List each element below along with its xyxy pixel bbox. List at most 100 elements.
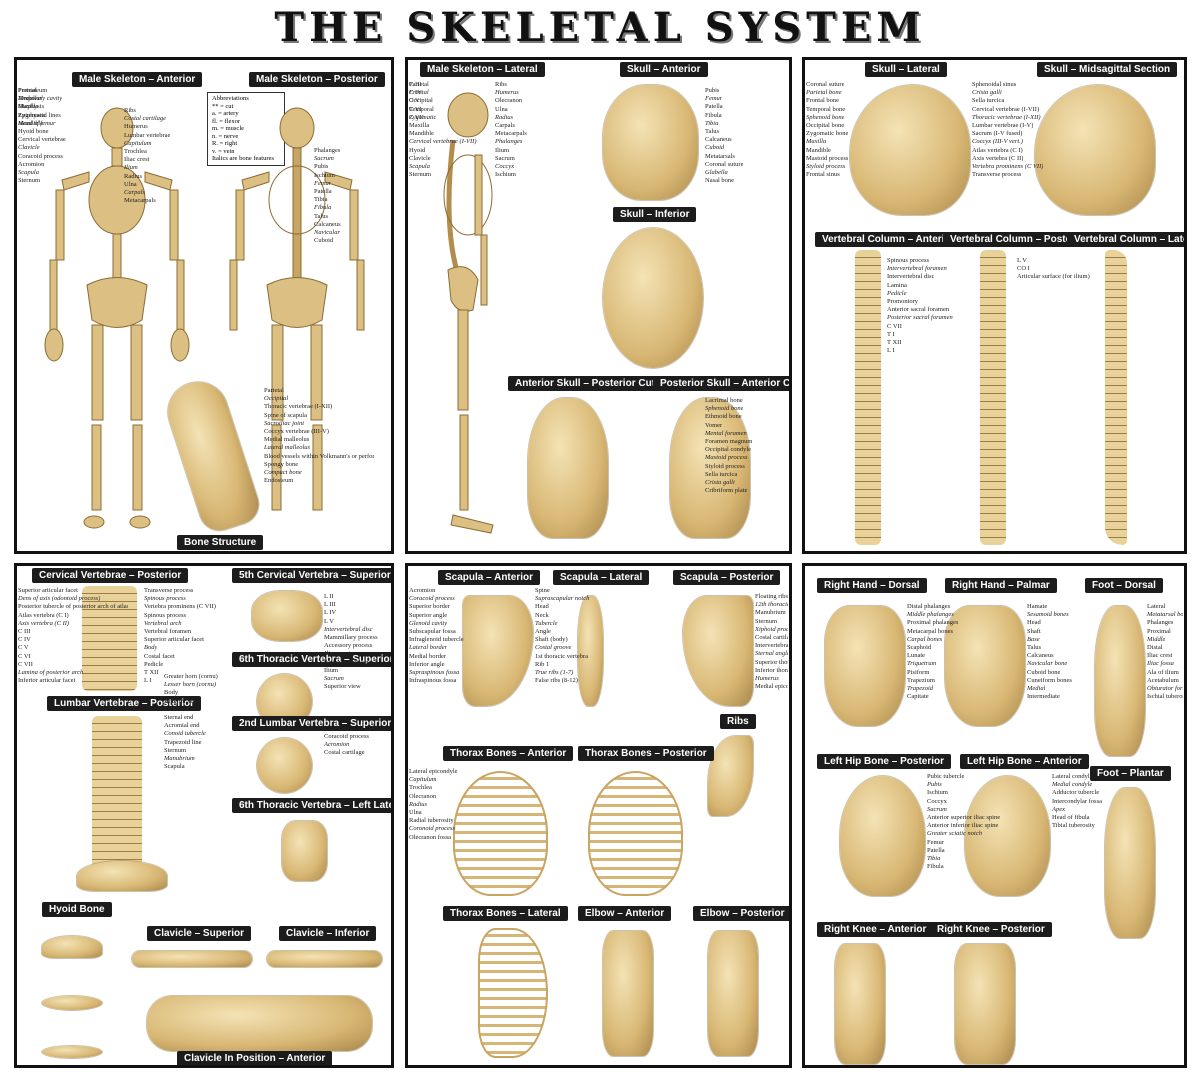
anatomical-term: Intervertebral disc [324,625,373,633]
anatomical-term: Costal cartilage [124,115,167,123]
anatomical-term: C V [18,644,29,652]
label-vertebral-column-anterior: Vertebral Column – Anterior [815,232,962,247]
anatomical-term: Transverse process [972,171,1022,179]
anatomical-term: Head of fibula [1052,814,1090,821]
anatomical-term: Cervical vertebrae [18,136,66,144]
label-right-hand-palmar: Right Hand – Palmar [945,578,1057,593]
label-vertebral-column-posterior: Vertebral Column – Posterior [943,232,1095,247]
anatomical-term: C VII [18,660,33,668]
anatomical-term: Patella [314,188,332,195]
label-elbow-posterior: Elbow – Posterior [693,906,789,921]
anatomical-term: Occipital bone [806,122,845,129]
anatomical-term: Infraglenoid tubercle [409,636,464,644]
anatomical-term: Radius [409,800,428,808]
anatomical-term: Atlas vertebra (C I) [972,146,1023,154]
anatomical-term: Proximal [1147,627,1171,635]
anatomical-term: Talus [314,212,328,220]
anatomical-term: Manubrium [164,755,195,762]
l2-vertebra-illustration [257,738,312,793]
anatomical-term: Acromion [18,160,45,168]
anatomical-term: Trapezoid line [164,738,202,746]
anatomical-term: Coronoid process [409,825,455,833]
anatomical-term: 1st thoracic vertebra [535,652,589,660]
label-scapula-posterior: Scapula – Posterior [673,570,781,585]
label-right-hand-dorsal: Right Hand – Dorsal [817,578,927,593]
anatomical-term: Pubis [314,163,329,171]
page-title: THE SKELETAL SYSTEM [274,4,926,51]
anatomical-term: Apex [1052,805,1065,813]
anatomical-term: Axis vertebra (C II) [972,154,1024,162]
label-right-knee-anterior: Right Knee – Anterior [817,922,934,937]
anatomical-term: Pubis [927,781,942,789]
anatomical-term: Vertebral arch [144,619,182,627]
anatomical-term: Intervertebral disc [887,273,935,281]
anatomical-term: Mandible [18,119,43,127]
anatomical-term: Base [1027,635,1040,643]
anatomical-term: Maxilla [409,122,430,129]
anatomical-term: Glenoid cavity [409,619,448,627]
elbow-anterior-illustration [603,931,653,1056]
anatomical-term: Styloid process [806,163,846,170]
anatomical-term: Olecranon fossa [409,833,452,841]
anatomical-term: Distal [1147,644,1163,651]
anatomical-term: C IV [18,636,31,644]
vertebral-column-anterior-illustration [855,250,881,545]
anatomical-term: Ilium [124,164,138,172]
skeleton-posterior-illustration [229,107,365,511]
t6-lateral-illustration [282,821,327,881]
label-left-hip-posterior: Left Hip Bone – Posterior [817,754,952,769]
anatomical-term: Lamina [887,281,907,289]
anatomical-term: Middle [1147,635,1166,643]
anatomical-term: Pedicle [887,289,907,297]
c5-vertebra-illustration [252,591,322,641]
anatomical-term: Superior articular facet [18,587,78,594]
anatomical-term: Axis vertebra (C II) [18,619,70,627]
anatomical-term: Triquetrum [907,660,937,668]
anatomical-term: C VII [409,113,424,121]
anatomical-term: L III [324,601,336,609]
anatomical-term: Lunate [907,652,926,660]
anatomical-term: Coccyx [495,163,515,170]
anatomical-term: Cuneiform bones [1027,676,1072,684]
anatomical-term: Floating ribs (11-12) [755,593,788,600]
anatomical-term: Coronal suture [806,81,845,88]
anatomical-term: Hyoid bone [18,128,49,135]
anatomical-term: Costal groove [535,644,572,652]
anatomical-term: Transverse process [144,587,194,594]
anatomical-term: Sternal angle [755,650,788,658]
anatomical-term: Coronal suture [705,160,744,168]
anatomical-term: Tibia [927,855,941,862]
anatomical-term: Fibula [705,111,722,119]
anatomical-term: Medial [1027,685,1046,692]
legend-item: fl. = flexor [212,117,241,125]
anatomical-term: Clavicle [409,154,431,162]
label-skull-anterior: Skull – Anterior [620,62,708,77]
anatomical-term: Inferior articular facet [18,677,76,685]
anatomical-term: Angle [535,628,551,635]
anatomical-term: Ulna [495,105,508,113]
knee-anterior-illustration [835,944,885,1064]
anatomical-term: Lateral malleolus [264,444,311,452]
hyoid-anterior-illustration [42,996,102,1010]
anatomical-term: Mastoid process [806,154,849,162]
legend-item: a. = artery [212,110,239,117]
anatomical-term: Talus [705,128,719,135]
anatomical-term: C III [18,628,31,635]
anatomical-term: Ischial tuberosity [1147,693,1183,701]
anatomical-term: Anterior inferior iliac spine [927,822,999,830]
anatomical-term: Carpal bones [907,635,943,643]
anatomical-term: Medial malleolus [264,436,310,444]
anatomical-term: Lumbar vertebrae (I-V) [972,122,1034,129]
anatomical-term: Crista galli [972,89,1002,97]
anatomical-term: Navicular [314,229,340,236]
label-thorax-bones-anterior: Thorax Bones – Anterior [443,746,574,761]
anatomical-term: Acromion [324,741,350,749]
anatomical-term: Greater sciatic notch [927,830,982,838]
anatomical-term: Cuboid [314,237,334,245]
elbow-posterior-illustration [708,931,758,1056]
anatomical-term: Subscapular fossa [409,628,456,635]
anatomical-term: Posterior sacral foramen [887,314,953,322]
anatomical-term: Mandible [806,146,831,154]
anatomical-term: Adductor tubercle [1052,789,1100,797]
anatomical-term: Trochlea [124,148,147,155]
